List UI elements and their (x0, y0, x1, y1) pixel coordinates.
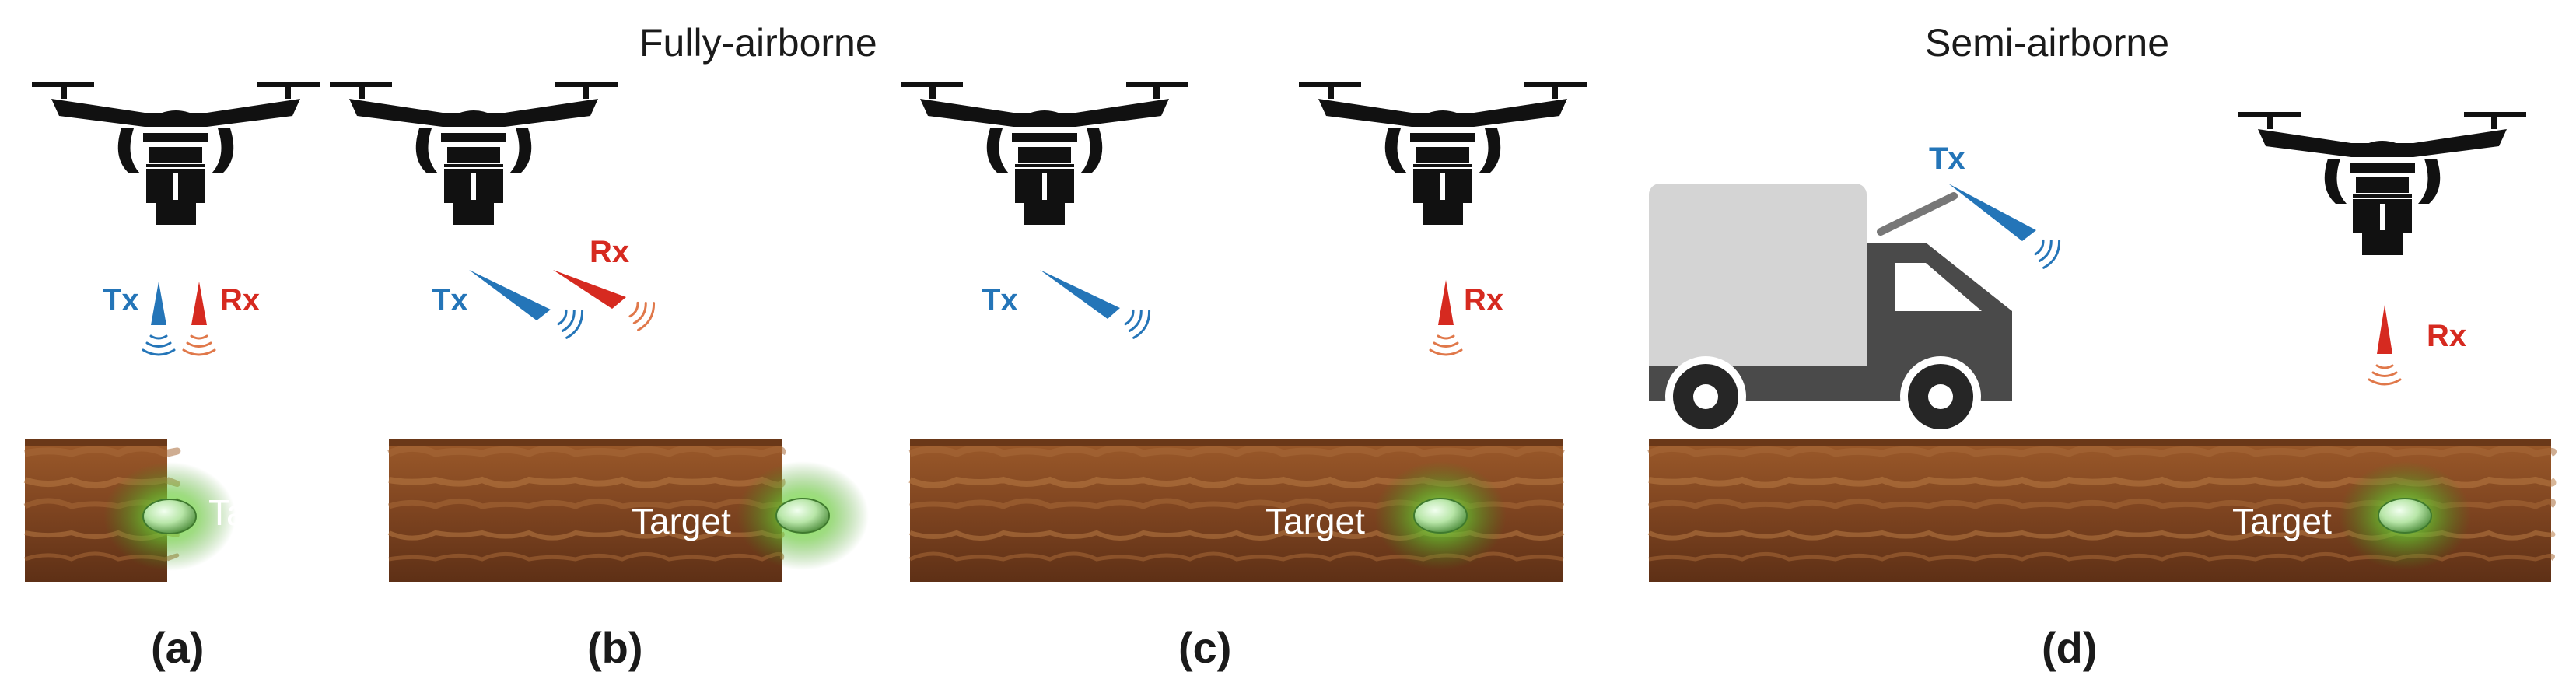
drone-icon-5 (2238, 112, 2526, 255)
drone-icon-3 (901, 82, 1188, 225)
heading-fully-airborne: Fully-airborne (639, 21, 877, 65)
target-label-b: Target (632, 501, 731, 541)
signal-wave-icon-rx-d (2368, 364, 2402, 386)
tx-beam-b (469, 270, 551, 320)
truck-icon (1649, 184, 2012, 437)
panel-label-b: (b) (587, 623, 643, 672)
drone-icon-4 (1299, 82, 1587, 225)
signal-wave-icon-tx-b (553, 303, 588, 341)
target-label-d: Target (2232, 501, 2332, 541)
signal-wave-icon-rx-a (182, 334, 216, 356)
target-icon-b (737, 461, 869, 570)
tx-beam-a (151, 282, 166, 325)
panel-label-a: (a) (151, 623, 205, 672)
antenna-icon (1877, 192, 1958, 236)
panel-label-c: (c) (1178, 623, 1232, 672)
rx-label-d: Rx (2427, 319, 2467, 353)
rx-label-b: Rx (590, 235, 630, 269)
signal-wave-icon-rx-c (1429, 334, 1463, 356)
tx-label-b: Tx (432, 283, 468, 317)
rx-label-a: Rx (220, 283, 261, 317)
target-label-a: Target (208, 492, 308, 533)
tx-label-d: Tx (1929, 142, 1965, 176)
signal-wave-icon-tx-c (1120, 303, 1155, 341)
rx-beam-c (1438, 280, 1454, 325)
signal-wave-icon-rx-b (625, 295, 660, 334)
tx-label-a: Tx (103, 283, 139, 317)
target-icon-a (103, 462, 236, 571)
signal-wave-icon-tx-a (142, 334, 176, 356)
target-icon-d (2339, 461, 2471, 570)
tx-beam-c (1040, 270, 1120, 319)
soil-strip-b (387, 439, 786, 582)
target-label-c: Target (1265, 501, 1365, 541)
signal-wave-icon-tx-d (2030, 233, 2065, 271)
rx-beam-d (2377, 305, 2392, 354)
tx-beam-d (1948, 184, 2036, 241)
heading-semi-airborne: Semi-airborne (1925, 21, 2170, 65)
panel-label-d: (d) (2042, 623, 2098, 672)
rx-label-c: Rx (1464, 283, 1504, 317)
target-icon-c (1374, 461, 1507, 570)
tx-label-c: Tx (982, 283, 1018, 317)
drone-icon-1 (32, 82, 320, 225)
rx-beam-a (191, 282, 207, 325)
drone-icon-2 (330, 82, 618, 225)
rx-beam-b (553, 270, 626, 309)
